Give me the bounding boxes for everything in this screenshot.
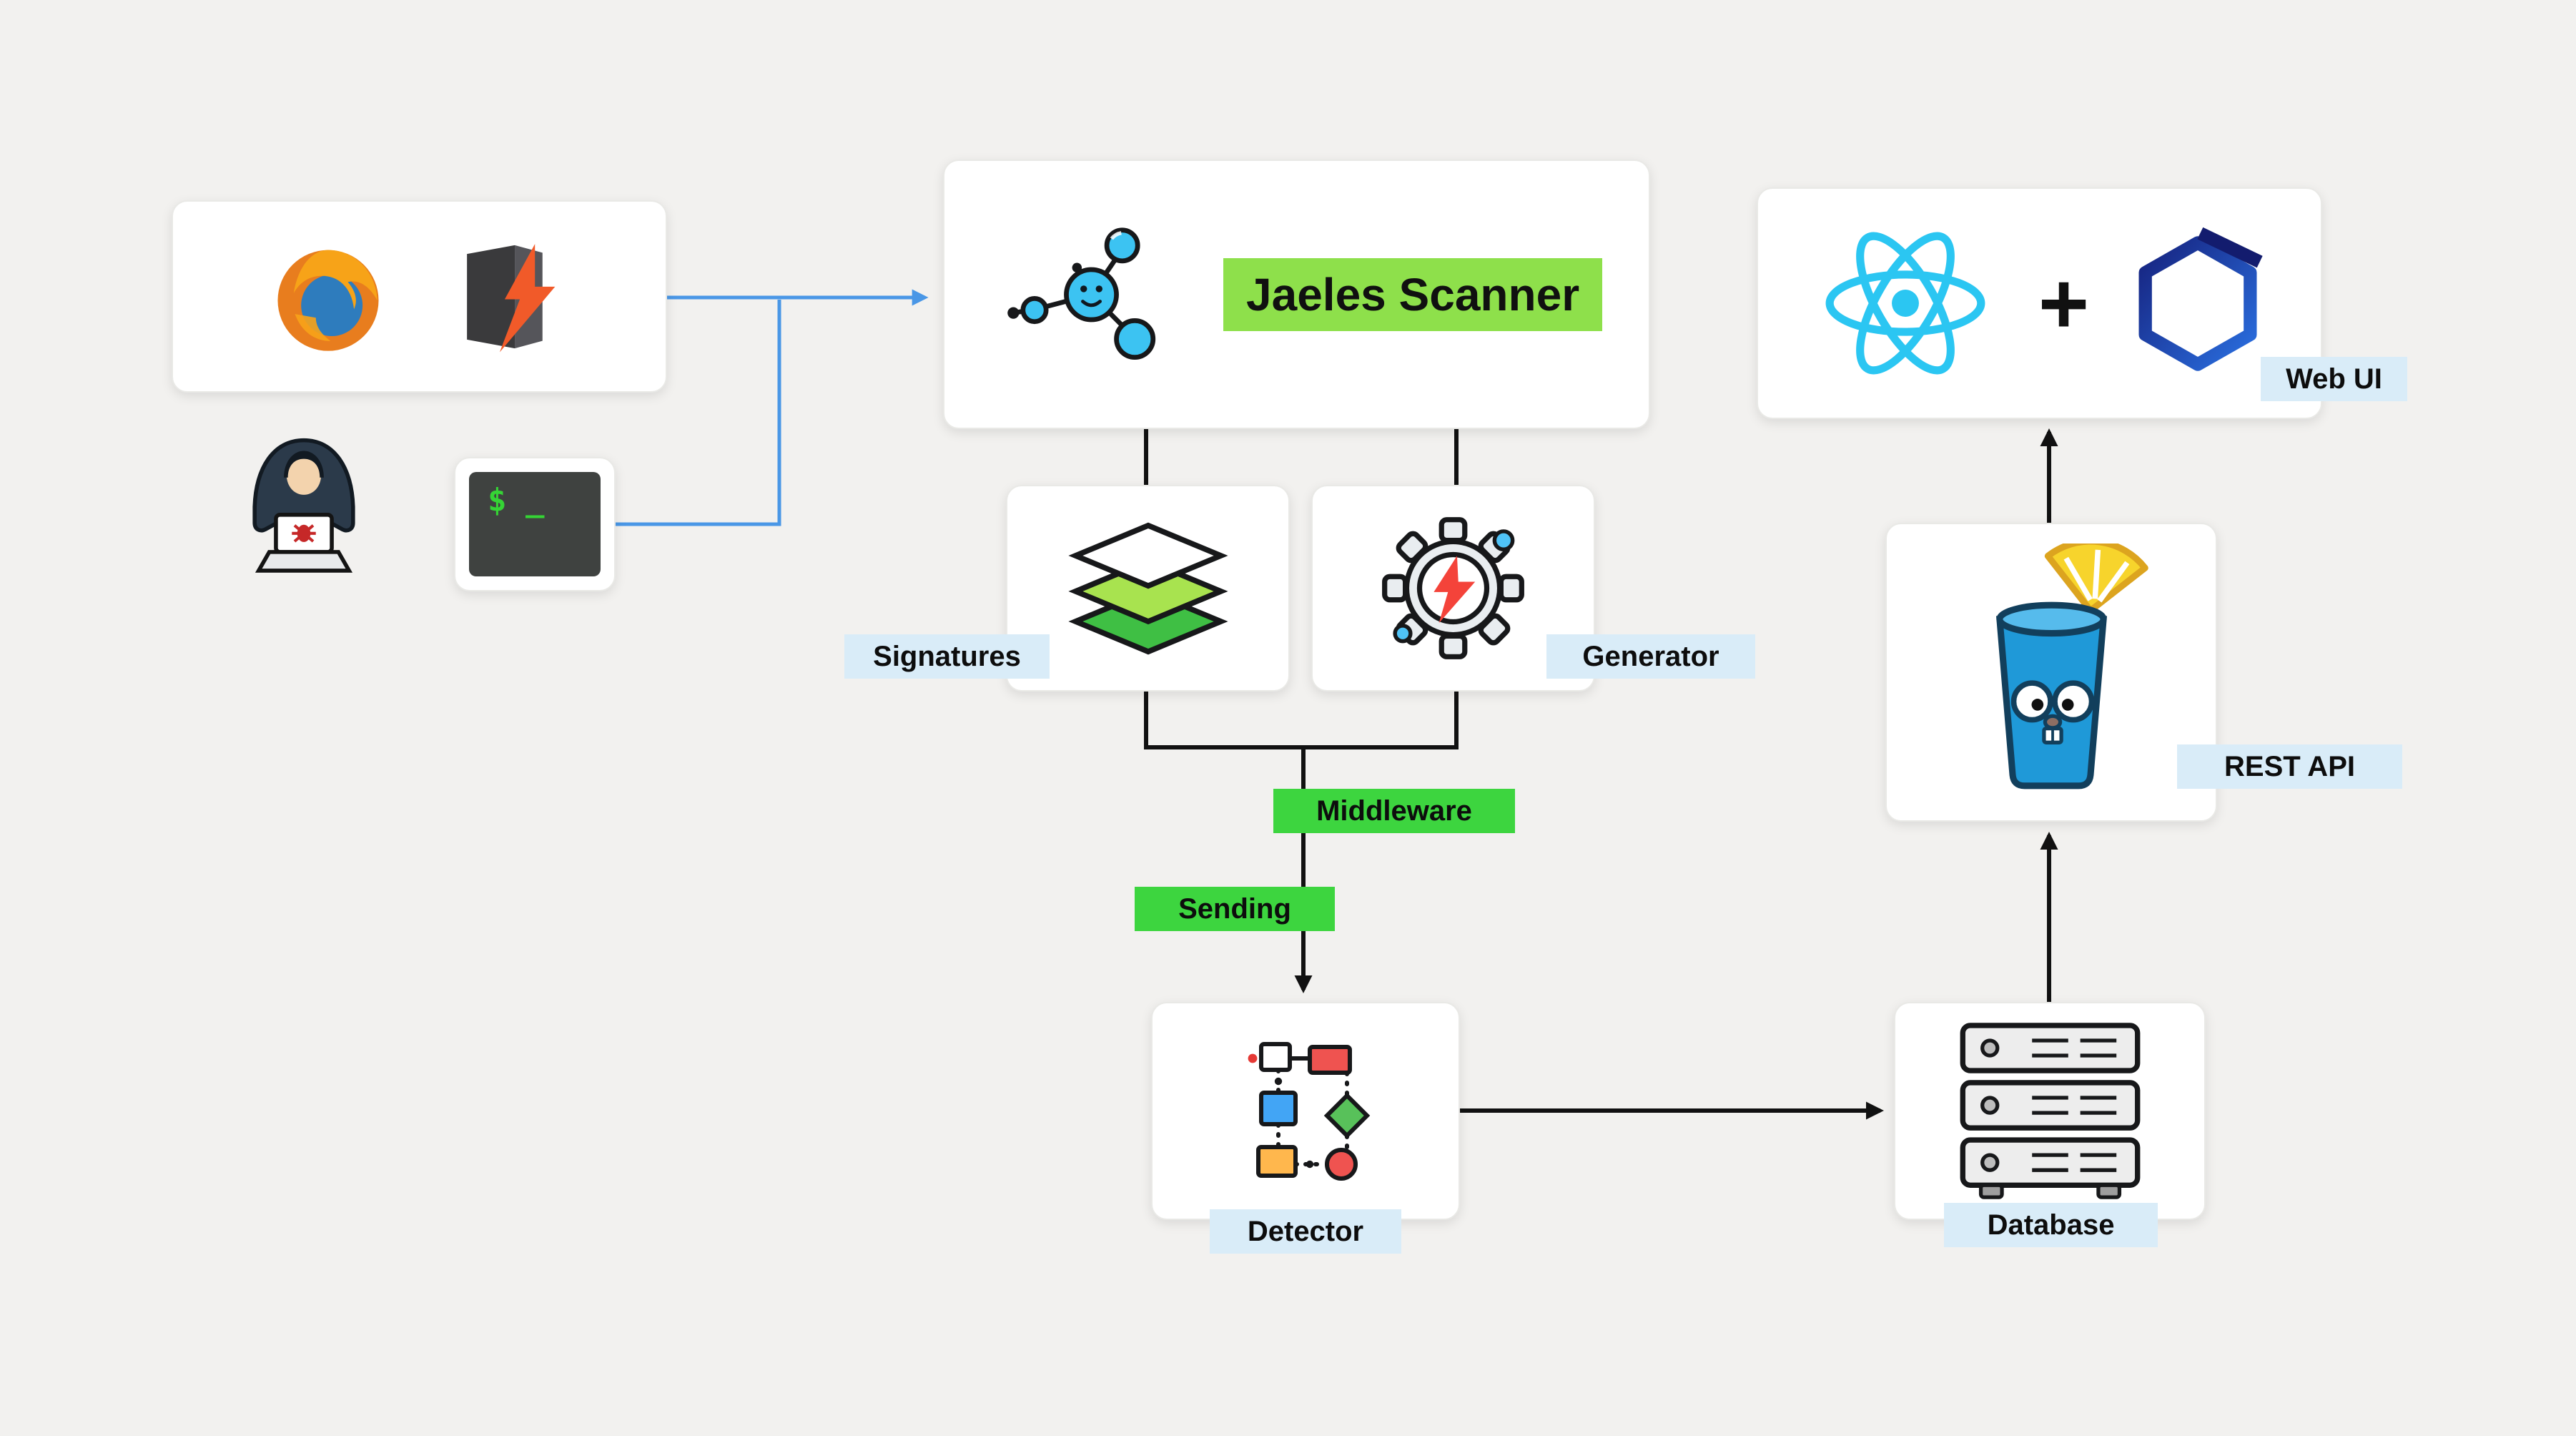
- plus-icon: +: [2038, 255, 2090, 352]
- database-card: [1894, 1002, 2206, 1220]
- gopher-glass-icon: [1995, 544, 2148, 790]
- terminal-card: $ _: [454, 457, 616, 591]
- server-stack-icon: [1960, 1022, 2140, 1199]
- jaeles-scanner-card: Jaeles Scanner: [943, 159, 1650, 429]
- signatures-card: [1006, 485, 1290, 692]
- hexagon-logo-icon: [2138, 227, 2263, 371]
- generator-label: Generator: [1546, 634, 1755, 679]
- hacker-icon: [252, 438, 355, 573]
- detector-card: [1151, 1002, 1460, 1220]
- edge-terminal-to-scanner: [616, 300, 781, 526]
- scanner-title: Jaeles Scanner: [1223, 257, 1603, 331]
- rest-api-card: [1885, 523, 2217, 822]
- signatures-label: Signatures: [844, 634, 1050, 679]
- flowchart-icon: [1248, 1041, 1371, 1181]
- detector-label: Detector: [1210, 1209, 1401, 1254]
- jaeles-molecule-icon: [1007, 227, 1156, 360]
- sending-label: Sending: [1135, 887, 1335, 931]
- web-ui-card: +: [1757, 187, 2322, 419]
- generator-card: [1311, 485, 1595, 692]
- middleware-label: Middleware: [1273, 789, 1515, 833]
- database-label: Database: [1944, 1203, 2158, 1247]
- firefox-icon: [277, 250, 379, 351]
- burpsuite-icon: [466, 243, 555, 352]
- gear-lightning-icon: [1382, 517, 1524, 659]
- react-icon: [1825, 232, 1985, 375]
- layers-icon: [1067, 522, 1228, 654]
- web-ui-label: Web UI: [2261, 357, 2407, 401]
- rest-api-label: REST API: [2177, 744, 2402, 789]
- terminal-icon: $ _: [469, 472, 601, 576]
- edge-join-signatures-generator: [1144, 692, 1459, 749]
- browser-burp-card: [172, 200, 667, 393]
- terminal-prompt: $ _: [488, 482, 545, 518]
